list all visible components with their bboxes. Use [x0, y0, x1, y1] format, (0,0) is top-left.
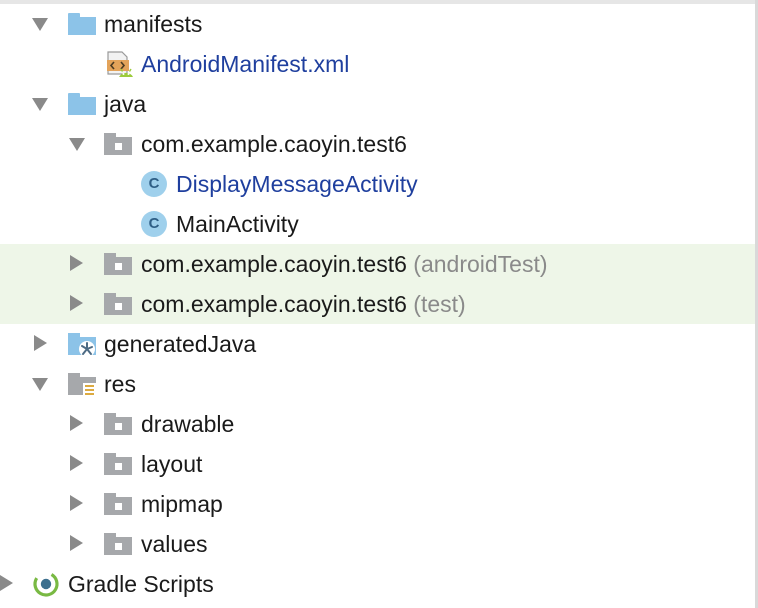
folder-icon	[104, 450, 132, 478]
gradle-icon	[32, 570, 60, 598]
tree-item-package-android-test[interactable]: com.example.caoyin.test6 (androidTest)	[0, 244, 755, 284]
collapse-arrow-icon[interactable]	[70, 255, 83, 271]
tree-item-label: DisplayMessageActivity	[176, 171, 418, 197]
collapse-arrow-icon[interactable]	[34, 335, 47, 351]
class-c-icon: C	[140, 210, 168, 238]
collapse-arrow-icon[interactable]	[70, 495, 83, 511]
tree-item-display-message-activity[interactable]: C DisplayMessageActivity	[0, 164, 755, 204]
tree-item-label: MainActivity	[176, 211, 299, 237]
tree-item-label: generatedJava	[104, 331, 257, 357]
tree-item-label: manifests	[104, 11, 203, 37]
collapse-arrow-icon[interactable]	[0, 575, 13, 591]
generated-folder-icon	[68, 330, 96, 358]
tree-item-label: drawable	[141, 411, 235, 437]
tree-item-label: AndroidManifest.xml	[141, 51, 350, 77]
tree-item-label: com.example.caoyin.test6	[141, 131, 407, 157]
expand-arrow-icon[interactable]	[32, 378, 48, 391]
tree-item-label: values	[141, 531, 208, 557]
package-folder-icon	[104, 250, 132, 278]
package-folder-icon	[104, 130, 132, 158]
tree-item-drawable[interactable]: drawable	[0, 404, 755, 444]
right-border	[755, 0, 758, 608]
tree-item-label: mipmap	[141, 491, 223, 517]
tree-item-manifests[interactable]: manifests	[0, 4, 755, 44]
tree-item-gradle-scripts[interactable]: Gradle Scripts	[0, 564, 755, 604]
tree-item-label: com.example.caoyin.test6	[141, 291, 407, 317]
tree-item-main-activity[interactable]: C MainActivity	[0, 204, 755, 244]
source-set-suffix: (androidTest)	[413, 251, 548, 277]
tree-item-label: java	[104, 91, 147, 117]
expand-arrow-icon[interactable]	[32, 98, 48, 111]
collapse-arrow-icon[interactable]	[70, 295, 83, 311]
expand-arrow-icon[interactable]	[32, 18, 48, 31]
tree-item-package-main[interactable]: com.example.caoyin.test6	[0, 124, 755, 164]
tree-item-res[interactable]: res	[0, 364, 755, 404]
collapse-arrow-icon[interactable]	[70, 455, 83, 471]
tree-item-label: layout	[141, 451, 203, 477]
collapse-arrow-icon[interactable]	[70, 535, 83, 551]
tree-item-layout[interactable]: layout	[0, 444, 755, 484]
tree-item-android-manifest[interactable]: AndroidManifest.xml	[0, 44, 755, 84]
tree-item-package-test[interactable]: com.example.caoyin.test6 (test)	[0, 284, 755, 324]
folder-icon	[104, 410, 132, 438]
tree-item-java[interactable]: java	[0, 84, 755, 124]
resource-folder-icon	[68, 370, 96, 398]
tree-item-label: Gradle Scripts	[68, 571, 214, 597]
tree-item-label: res	[104, 371, 136, 397]
class-c-icon: C	[140, 170, 168, 198]
tree-item-generated-java[interactable]: generatedJava	[0, 324, 755, 364]
folder-icon	[104, 530, 132, 558]
folder-icon	[68, 10, 96, 38]
tree-item-mipmap[interactable]: mipmap	[0, 484, 755, 524]
folder-icon	[68, 90, 96, 118]
source-set-suffix: (test)	[413, 291, 466, 317]
tree-item-label: com.example.caoyin.test6	[141, 251, 407, 277]
package-folder-icon	[104, 290, 132, 318]
folder-icon	[104, 490, 132, 518]
collapse-arrow-icon[interactable]	[70, 415, 83, 431]
top-border	[0, 0, 758, 4]
expand-arrow-icon[interactable]	[69, 138, 85, 151]
tree-item-values[interactable]: values	[0, 524, 755, 564]
android-manifest-file-icon	[106, 50, 134, 78]
